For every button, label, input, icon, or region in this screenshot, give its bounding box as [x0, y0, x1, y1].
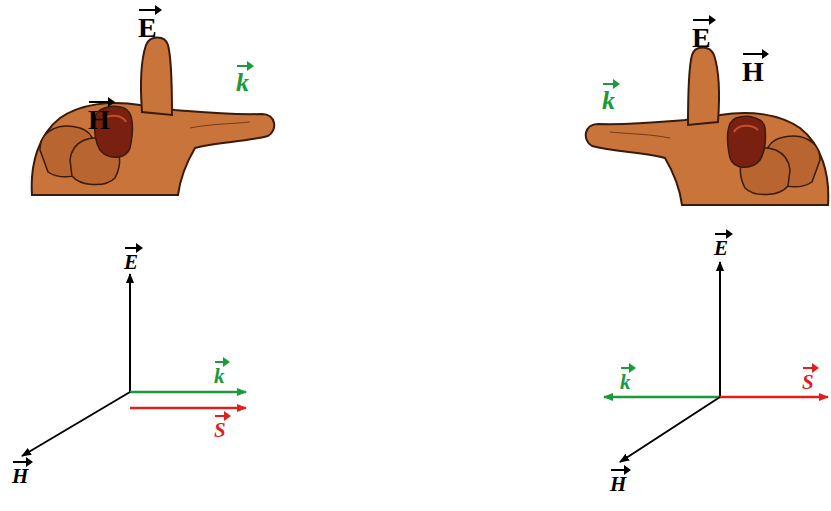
wave-vector-label: k — [236, 70, 249, 96]
field-label: H — [88, 106, 110, 134]
axis-label: S — [802, 372, 814, 393]
wave-vector-label: k — [602, 88, 615, 114]
axis-label: E — [124, 252, 138, 273]
axis-label: k — [214, 366, 225, 387]
right-hand — [586, 48, 829, 206]
left-hand — [32, 38, 275, 196]
axis-label: H — [610, 474, 626, 495]
axis-label: k — [620, 372, 631, 393]
field-label: H — [742, 58, 764, 86]
field-label: E — [692, 24, 711, 52]
axis-label: E — [714, 238, 728, 259]
field-label: E — [138, 14, 157, 42]
axis-label: S — [214, 420, 226, 441]
axis-label: H — [12, 466, 28, 487]
